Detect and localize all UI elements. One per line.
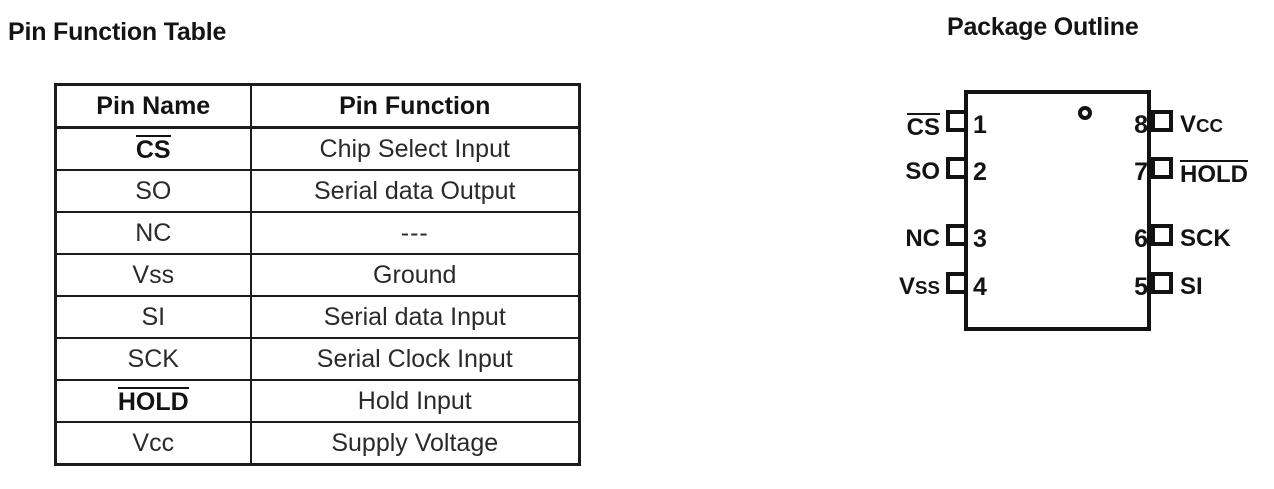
pin-number-8: 8 bbox=[1134, 111, 1148, 139]
pin-number-4: 4 bbox=[973, 273, 987, 301]
pin-label-text: CS bbox=[906, 113, 940, 141]
cell-pin-function: Supply Voltage bbox=[249, 421, 581, 466]
pin-number-5: 5 bbox=[1134, 273, 1148, 301]
cell-pin-name: Vss bbox=[54, 253, 252, 297]
pin-name-text: NC bbox=[135, 218, 172, 247]
pin-name-text: CS bbox=[135, 135, 171, 164]
cell-pin-function: Serial data Input bbox=[249, 295, 581, 339]
table-row: Vss Ground bbox=[54, 253, 581, 297]
table-header: Pin Name Pin Function bbox=[54, 83, 581, 129]
pin-pad-3 bbox=[946, 224, 968, 246]
pin-label-subscript: CC bbox=[1196, 115, 1224, 136]
table-row: SO Serial data Output bbox=[54, 169, 581, 213]
cell-pin-name: NC bbox=[54, 211, 252, 255]
cell-pin-name: Vcc bbox=[54, 421, 252, 466]
cell-pin-name: SCK bbox=[54, 337, 252, 381]
pin-label-text: NC bbox=[905, 225, 940, 252]
pin-label-text: HOLD bbox=[1180, 160, 1248, 188]
pin-label-text: V bbox=[899, 273, 916, 300]
pin-label-1: CS bbox=[906, 113, 940, 141]
pin-number-3: 3 bbox=[973, 225, 987, 253]
table-row: HOLD Hold Input bbox=[54, 379, 581, 423]
pin-pad-1 bbox=[946, 110, 968, 132]
pin-label-7: HOLD bbox=[1180, 160, 1248, 187]
pin-function-text: Serial data Output bbox=[313, 176, 516, 205]
pin-name-text: HOLD bbox=[117, 387, 189, 416]
pin-name-text: SCK bbox=[127, 344, 179, 373]
pin-function-text: Chip Select Input bbox=[319, 134, 510, 163]
pin-label-text: SCK bbox=[1180, 225, 1231, 252]
pin-pad-5 bbox=[1151, 272, 1173, 294]
pin-function-text: Supply Voltage bbox=[331, 428, 499, 457]
pin-function-text: Hold Input bbox=[357, 386, 472, 415]
pin-function-text: Serial Clock Input bbox=[316, 344, 513, 373]
pin-label-text: SO bbox=[905, 158, 940, 185]
cell-pin-function: Ground bbox=[249, 253, 581, 297]
page-title-package-outline: Package Outline bbox=[947, 13, 1139, 41]
pin-pad-6 bbox=[1151, 224, 1173, 246]
pin-label-5: SI bbox=[1180, 275, 1203, 299]
cell-pin-function: Hold Input bbox=[249, 379, 581, 423]
pin-name-text: SO bbox=[135, 176, 172, 205]
pin-label-4: VSS bbox=[899, 275, 940, 299]
table-row: CS Chip Select Input bbox=[54, 126, 581, 171]
pin-number-1: 1 bbox=[973, 111, 987, 139]
column-header-pin-function: Pin Function bbox=[249, 83, 581, 129]
cell-pin-function: --- bbox=[249, 211, 581, 255]
pin-number-6: 6 bbox=[1134, 225, 1148, 253]
pin-function-text: Serial data Input bbox=[323, 302, 506, 331]
table-header-row: Pin Name Pin Function bbox=[54, 83, 581, 129]
pin-pad-4 bbox=[946, 272, 968, 294]
pin-function-table: Pin Name Pin Function CS Chip Select Inpu… bbox=[54, 83, 581, 466]
chip-body-outline bbox=[964, 90, 1151, 331]
pin-name-text: SI bbox=[141, 302, 166, 331]
pin-name-text: Vss bbox=[132, 260, 175, 289]
pin-label-8: VCC bbox=[1180, 113, 1223, 137]
column-header-pin-name: Pin Name bbox=[54, 83, 252, 129]
page-title-pin-function-table: Pin Function Table bbox=[8, 18, 227, 46]
pin-pad-2 bbox=[946, 157, 968, 179]
pin-label-3: NC bbox=[905, 227, 940, 251]
pin-label-text: V bbox=[1180, 111, 1197, 138]
cell-pin-function: Serial data Output bbox=[249, 169, 581, 213]
table-row: SCK Serial Clock Input bbox=[54, 337, 581, 381]
pin-number-2: 2 bbox=[973, 158, 987, 186]
table-row: Vcc Supply Voltage bbox=[54, 421, 581, 466]
pin-function-text: --- bbox=[400, 218, 429, 247]
cell-pin-function: Serial Clock Input bbox=[249, 337, 581, 381]
pin-1-dot-icon bbox=[1078, 106, 1092, 120]
cell-pin-name: SI bbox=[54, 295, 252, 339]
cell-pin-name: CS bbox=[54, 126, 252, 171]
cell-pin-function: Chip Select Input bbox=[249, 126, 581, 171]
pin-label-subscript: SS bbox=[915, 277, 940, 298]
pin-pad-8 bbox=[1151, 110, 1173, 132]
pin-number-7: 7 bbox=[1134, 158, 1148, 186]
pin-label-text: SI bbox=[1180, 273, 1203, 300]
pin-label-6: SCK bbox=[1180, 227, 1231, 251]
pin-label-2: SO bbox=[905, 160, 940, 184]
pin-name-text: Vcc bbox=[132, 428, 175, 457]
pin-function-text: Ground bbox=[373, 260, 457, 289]
pin-pad-7 bbox=[1151, 157, 1173, 179]
cell-pin-name: SO bbox=[54, 169, 252, 213]
table-row: SI Serial data Input bbox=[54, 295, 581, 339]
table-row: NC --- bbox=[54, 211, 581, 255]
cell-pin-name: HOLD bbox=[54, 379, 252, 423]
